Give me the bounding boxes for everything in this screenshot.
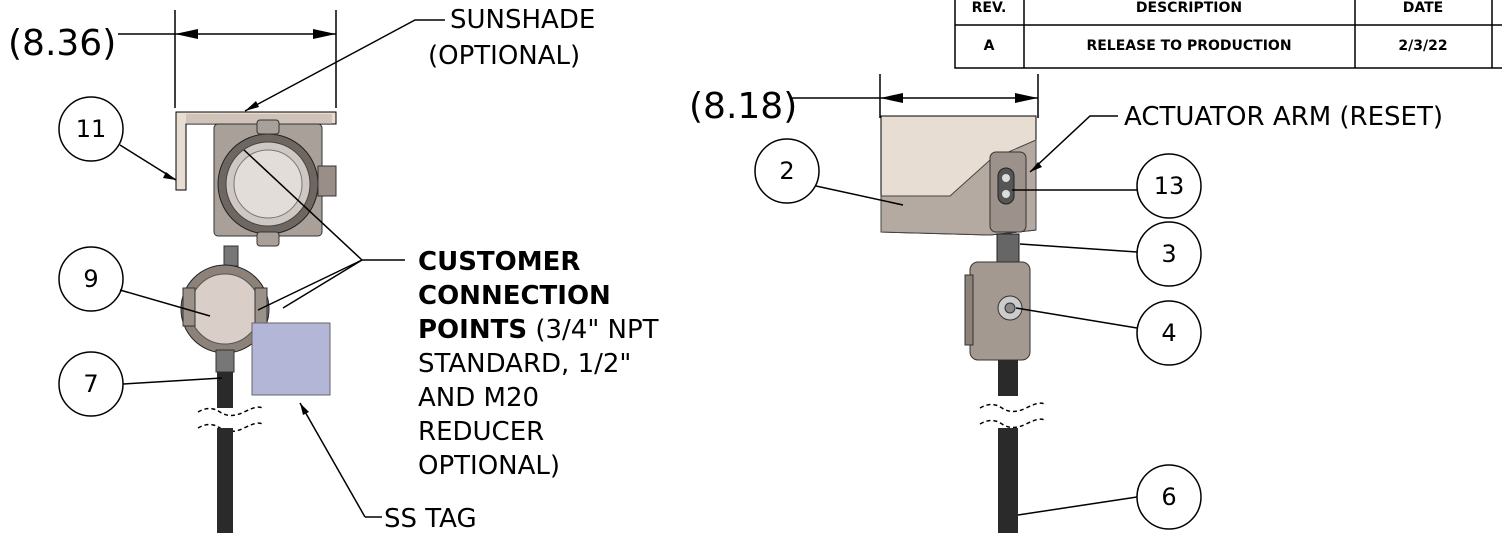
- optional-label: OPTIONAL): [418, 451, 560, 481]
- connection-leader-3: [282, 259, 363, 309]
- junction-box-side: [964, 233, 1031, 396]
- svg-text:11: 11: [76, 115, 107, 143]
- balloon-3: 3: [1019, 221, 1202, 287]
- svg-text:7: 7: [83, 370, 98, 398]
- sunshade-side: [880, 115, 1037, 236]
- front-view-assembly: (8.36): [8, 5, 659, 533]
- balloon-11: 11: [58, 96, 177, 181]
- balloon-6: 6: [1017, 464, 1202, 530]
- svg-text:13: 13: [1154, 172, 1185, 200]
- reducer-label: REDUCER: [418, 417, 544, 447]
- main-housing: [213, 119, 337, 247]
- side-view-assembly: (8.18): [689, 74, 1443, 533]
- balloon-4: 4: [1015, 300, 1202, 366]
- sunshade: [175, 111, 337, 191]
- description-value: RELEASE TO PRODUCTION: [1086, 38, 1291, 54]
- dimension-right-value: (8.18): [689, 86, 797, 127]
- revision-table: REV. DESCRIPTION DATE A RELEASE TO PRODU…: [954, 0, 1502, 69]
- ss-tag-label: SS TAG: [384, 504, 477, 533]
- cable-left: [197, 372, 263, 533]
- sunshade-label: SUNSHADE: [450, 5, 595, 35]
- svg-text:9: 9: [83, 265, 98, 293]
- svg-text:2: 2: [779, 157, 794, 185]
- date-header: DATE: [1403, 0, 1443, 16]
- description-header: DESCRIPTION: [1136, 0, 1242, 16]
- revision-table-border: [954, 0, 1502, 69]
- balloon-7: 7: [58, 351, 223, 417]
- customer-label: CUSTOMER: [418, 247, 580, 277]
- dimension-right: (8.18): [689, 74, 1039, 127]
- connection-leader-2: [257, 259, 363, 311]
- standard-label: STANDARD, 1/2": [418, 349, 631, 379]
- balloon-13: 13: [1012, 153, 1202, 219]
- connection-label: CONNECTION: [418, 281, 611, 311]
- points-label: POINTS (3/4" NPT: [418, 315, 659, 345]
- svg-text:4: 4: [1161, 319, 1176, 347]
- svg-text:3: 3: [1161, 240, 1176, 268]
- actuator-leader: [1029, 115, 1118, 173]
- sunshade-optional-label: (OPTIONAL): [428, 41, 580, 71]
- m20-label: AND M20: [418, 383, 539, 413]
- rev-value: A: [984, 38, 995, 54]
- dimension-left: (8.36): [8, 10, 337, 108]
- actuator-arm-label: ACTUATOR ARM (RESET): [1124, 102, 1443, 132]
- sunshade-leader: [244, 19, 445, 112]
- junction-box: [180, 245, 270, 373]
- balloon-2: 2: [754, 138, 904, 206]
- date-value: 2/3/22: [1398, 38, 1447, 54]
- ss-tag-leader: [299, 402, 366, 518]
- dimension-left-value: (8.36): [8, 23, 116, 64]
- rev-header: REV.: [972, 0, 1007, 16]
- svg-text:6: 6: [1161, 483, 1176, 511]
- balloon-9: 9: [58, 246, 211, 317]
- cable-right: [979, 402, 1045, 533]
- ss-tag-plate: [251, 322, 331, 396]
